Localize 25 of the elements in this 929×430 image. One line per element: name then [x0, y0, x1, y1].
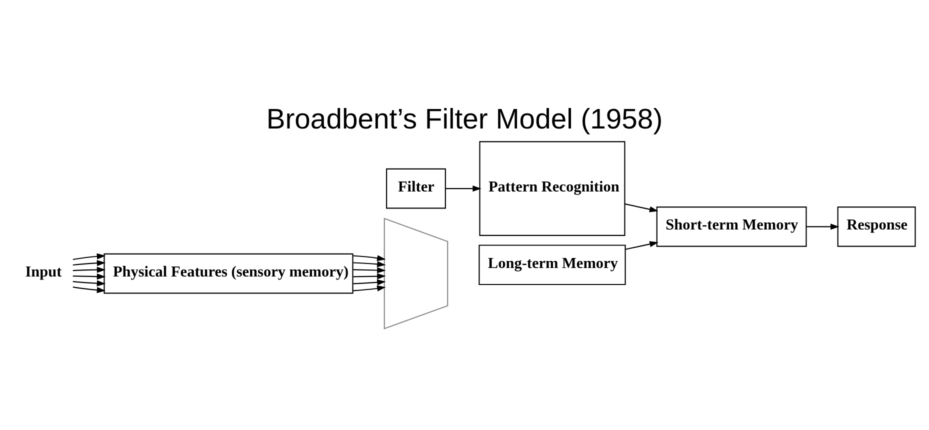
arrow	[72, 260, 106, 266]
arrow	[353, 273, 386, 280]
node-box: Response	[837, 206, 916, 247]
node-box: Long-term Memory	[478, 244, 626, 286]
arrow	[446, 186, 482, 192]
arrow	[353, 285, 386, 292]
diagram-title: Broadbent’s Filter Model (1958)	[266, 103, 663, 136]
arrow	[353, 267, 386, 274]
node-box: Pattern Recognition	[479, 141, 626, 236]
arrow	[72, 253, 106, 260]
arrow	[624, 203, 658, 212]
arrow	[353, 279, 386, 286]
arrow	[353, 255, 386, 262]
arrow	[72, 266, 106, 273]
node-trapezoid	[384, 218, 448, 330]
node-box: Filter	[386, 168, 446, 209]
arrow	[353, 261, 386, 268]
arrow	[806, 224, 840, 230]
node-text: Input	[25, 264, 62, 281]
arrow	[72, 286, 106, 294]
arrow	[72, 274, 106, 280]
node-box: Physical Features (sensory memory)	[104, 253, 354, 294]
node-box: Short-term Memory	[656, 206, 807, 247]
arrow	[72, 280, 106, 286]
arrow	[625, 241, 658, 250]
